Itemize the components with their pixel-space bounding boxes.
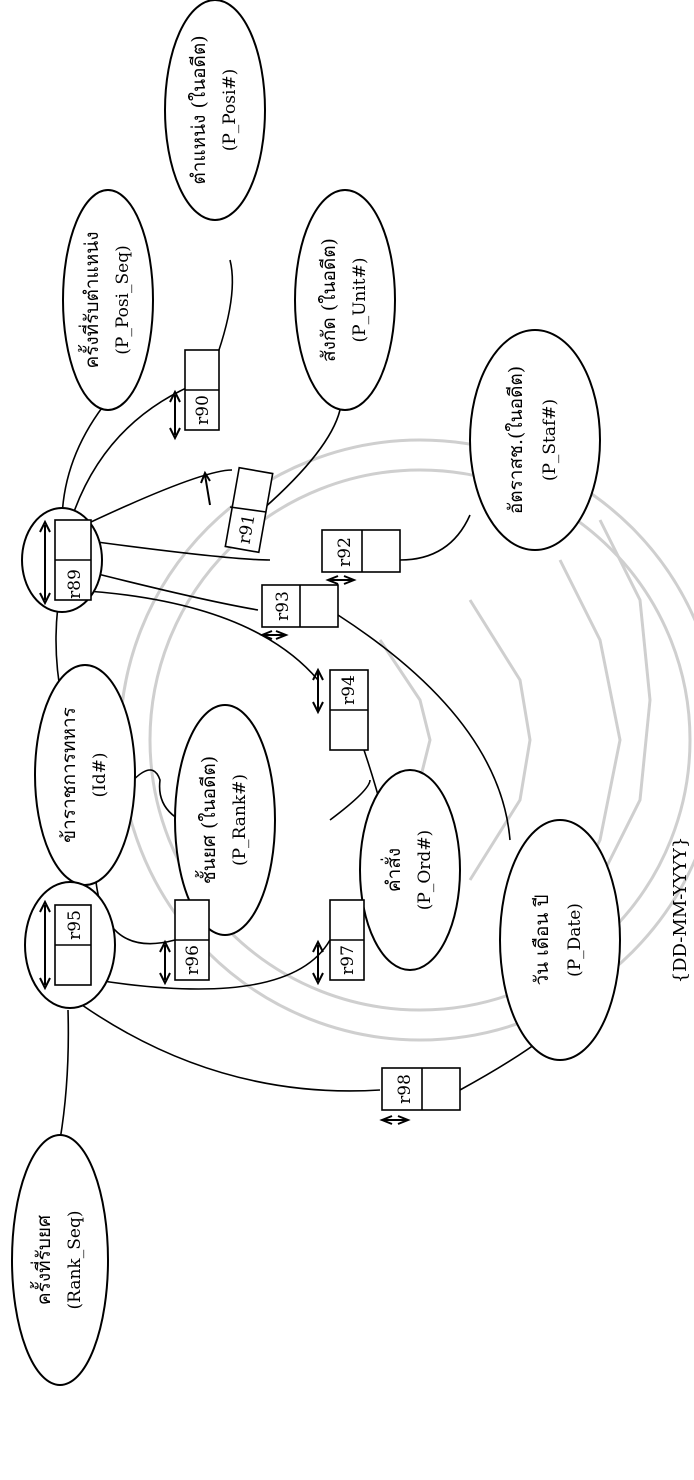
- entity-key: (P_Rank#): [230, 774, 250, 866]
- entity-key: (Rank_Seq): [65, 1211, 85, 1310]
- entity-key: (Id#): [90, 752, 110, 797]
- relation-r91: r91: [200, 466, 274, 554]
- relation-r96: r96: [159, 899, 210, 986]
- entity-key: (P_Date): [565, 903, 585, 977]
- relation-r90: r90: [169, 349, 220, 441]
- relation-r93: r93: [259, 584, 339, 640]
- entity-officer: ข้าราชการทหาร (Id#): [34, 664, 136, 886]
- entity-name: ครั้งที่รับตำแหน่ง: [78, 231, 103, 368]
- relation-r89: r89: [21, 507, 103, 613]
- relation-label: r92: [335, 537, 355, 567]
- entity-key: (P_Unit#): [350, 258, 370, 343]
- relation-label: r93: [273, 591, 293, 621]
- entity-name: ครั้งที่รับยศ: [30, 1215, 55, 1305]
- entity-name: วัน เดือน ปี: [531, 894, 553, 985]
- entity-name: ชั้นยศ (ในอดีต): [195, 756, 220, 884]
- entity-p-date: วัน เดือน ปี (P_Date): [499, 819, 621, 1061]
- entity-rank-seq: ครั้งที่รับยศ (Rank_Seq): [11, 1134, 109, 1386]
- relation-r92: r92: [321, 529, 401, 585]
- entity-p-rank: ชั้นยศ (ในอดีต) (P_Rank#): [174, 704, 276, 936]
- entity-p-unit: สังกัด (ในอดีต) (P_Unit#): [294, 189, 396, 411]
- relation-r94: r94: [312, 667, 369, 751]
- relation-r98: r98: [379, 1067, 461, 1125]
- entity-p-order: คำสั่ง (P_Ord#): [359, 769, 461, 971]
- relation-label: r97: [338, 945, 358, 975]
- relation-label: r94: [339, 675, 359, 705]
- entity-p-staff: อัตราสช.(ในอดีต) (P_Staf#): [469, 329, 601, 551]
- entity-posi-seq: ครั้งที่รับตำแหน่ง (P_Posi_Seq): [62, 189, 154, 411]
- relation-r97: r97: [312, 899, 365, 986]
- entity-name: คำสั่ง: [380, 848, 405, 892]
- entity-key: (P_Staf#): [540, 399, 560, 481]
- entity-name: ตำแหน่ง (ในอดีต): [188, 35, 210, 184]
- relation-label: r95: [65, 910, 85, 940]
- relation-label: r98: [395, 1074, 415, 1104]
- relation-r95: r95: [24, 881, 116, 1009]
- entity-key: (P_Posi_Seq): [113, 245, 133, 354]
- relation-label: r96: [183, 945, 203, 975]
- entity-key: (P_Ord#): [415, 830, 435, 910]
- date-format-note: {DD-MM-YYYY}: [670, 837, 691, 984]
- entity-name: อัตราสช.(ในอดีต): [505, 366, 527, 514]
- relation-label: r90: [193, 395, 213, 425]
- entity-key: (P_Posi#): [220, 69, 240, 152]
- entity-name: ข้าราชการทหาร: [58, 707, 80, 843]
- relation-label: r89: [65, 569, 85, 599]
- entity-p-posi: ตำแหน่ง (ในอดีต) (P_Posi#): [164, 0, 266, 221]
- entity-name: สังกัด (ในอดีต): [318, 238, 340, 362]
